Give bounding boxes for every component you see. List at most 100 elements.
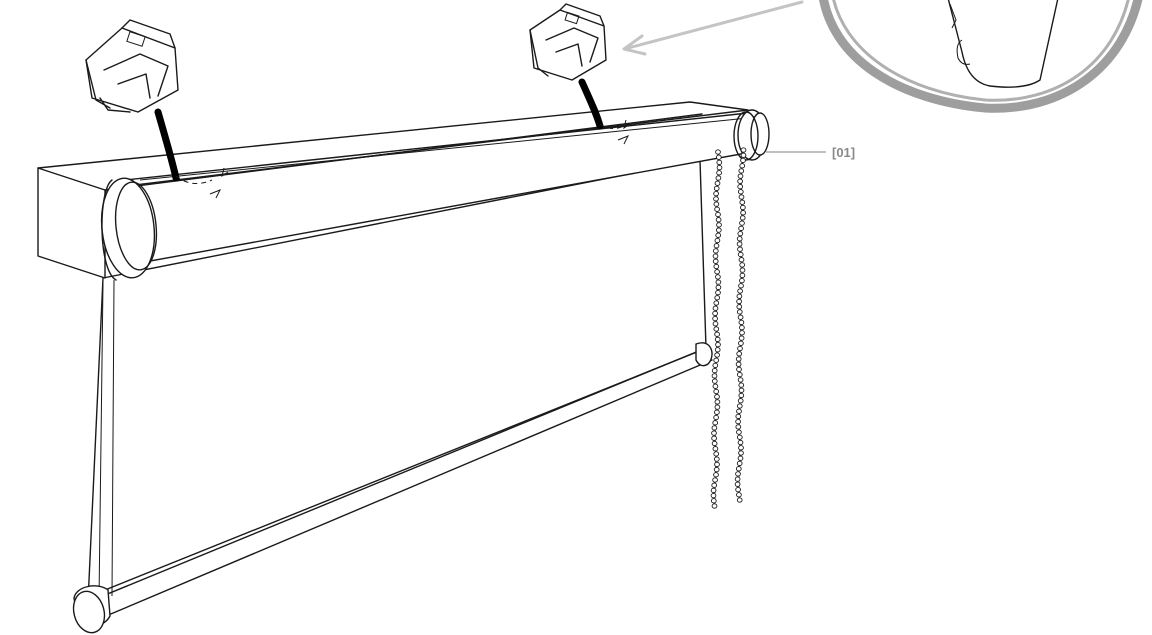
- chain-bead: [714, 206, 720, 212]
- chain-bead: [712, 420, 719, 426]
- chain-bead: [713, 263, 720, 270]
- chain-bead: [714, 404, 721, 410]
- chain-bead: [738, 283, 744, 289]
- chain-bead: [712, 310, 718, 317]
- chain-bead: [737, 455, 744, 461]
- chain-bead: [737, 178, 743, 184]
- chain-bead: [739, 220, 745, 226]
- chain-bead: [712, 446, 719, 452]
- chain-bead: [737, 398, 744, 404]
- chain-bead: [737, 314, 744, 320]
- chain-bead: [715, 175, 722, 181]
- chain-bead: [715, 217, 722, 223]
- chain-bead: [711, 482, 718, 488]
- chain-bead: [712, 253, 719, 259]
- chain-bead: [739, 163, 746, 169]
- chain-bead: [711, 373, 718, 379]
- chain-bead: [734, 481, 741, 487]
- left-bracket-strap: [154, 108, 180, 182]
- bottom-rail: [89, 342, 713, 617]
- chain-bead: [738, 257, 745, 263]
- chain-bead: [710, 492, 717, 499]
- chain-bead: [713, 243, 720, 249]
- chain-bead: [715, 154, 722, 160]
- chain-bead: [713, 456, 720, 462]
- chain-bead: [712, 477, 718, 483]
- chain-bead: [715, 279, 722, 285]
- chain-bead: [711, 367, 718, 374]
- chain-bead: [712, 258, 719, 264]
- chain-bead: [713, 196, 719, 202]
- chain-bead: [737, 230, 744, 237]
- chain-bead: [735, 356, 742, 362]
- chain-bead: [714, 409, 720, 415]
- mounting-bracket-icon: [529, 3, 607, 81]
- chain-bead: [713, 472, 719, 478]
- chain-bead: [737, 345, 743, 352]
- chain-bead: [714, 180, 721, 186]
- chain-bead: [713, 466, 720, 473]
- chain-bead: [739, 330, 745, 336]
- chain-bead: [714, 237, 721, 244]
- chain-bead: [740, 147, 747, 153]
- chain-bead: [737, 173, 744, 179]
- chain-bead: [713, 190, 719, 197]
- chain-bead: [738, 319, 745, 326]
- chain-bead: [736, 309, 743, 315]
- chain-bead: [714, 295, 721, 301]
- chain-bead: [736, 429, 742, 435]
- chain-bead: [716, 170, 722, 176]
- chain-bead: [712, 362, 719, 369]
- chain-bead: [715, 284, 722, 291]
- detail-zoom-circle: [819, 0, 1143, 113]
- chain-bead: [736, 492, 742, 498]
- chain-bead: [713, 451, 720, 457]
- chain-bead: [735, 471, 741, 477]
- chain-bead: [738, 382, 745, 388]
- chain-bead: [712, 305, 719, 311]
- chain-bead: [710, 498, 717, 504]
- chain-bead: [736, 236, 743, 242]
- chain-bead: [715, 211, 721, 218]
- chain-bead: [738, 387, 745, 393]
- chain-bead: [714, 347, 721, 353]
- chain-bead: [736, 304, 743, 310]
- chain-bead: [735, 486, 741, 493]
- chain-bead: [711, 430, 717, 436]
- chain-bead: [738, 225, 744, 232]
- chain-bead: [738, 168, 745, 174]
- chain-bead: [715, 232, 722, 238]
- detail-bracket-closeup: [947, 0, 1059, 88]
- chain-bead: [735, 361, 742, 367]
- callout-01: [01]: [766, 145, 855, 160]
- chain-bead: [736, 497, 743, 503]
- mounting-bracket-icon: [85, 19, 179, 113]
- chain-bead: [711, 378, 718, 384]
- right-roller-end: [733, 109, 770, 161]
- chain-bead: [714, 352, 720, 358]
- chain-bead: [713, 388, 720, 395]
- chain-bead: [715, 289, 721, 296]
- chain-bead: [716, 164, 723, 171]
- chain-bead: [736, 371, 743, 378]
- chain-bead: [740, 157, 746, 164]
- chain-bead: [736, 408, 742, 414]
- chain-bead: [737, 377, 744, 383]
- chain-bead: [739, 199, 746, 205]
- chain-bead: [739, 262, 746, 268]
- chain-bead: [716, 222, 722, 228]
- chain-bead: [736, 434, 743, 440]
- chain-bead: [736, 241, 743, 247]
- chain-bead: [736, 351, 743, 357]
- chain-bead: [712, 321, 719, 327]
- chain-bead: [737, 189, 744, 195]
- chain-bead: [737, 251, 744, 258]
- chain-bead: [735, 418, 741, 425]
- chain-bead: [714, 399, 721, 405]
- callout-label: [01]: [832, 145, 855, 160]
- chain-bead: [737, 183, 744, 190]
- chain-bead: [716, 159, 723, 166]
- detail-pointer-arrow: [622, 0, 804, 56]
- chain-bead: [737, 439, 744, 446]
- chain-bead: [737, 246, 743, 252]
